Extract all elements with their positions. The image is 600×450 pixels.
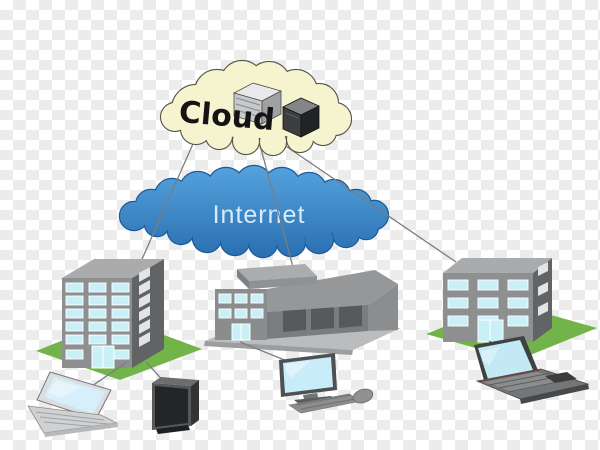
mouse-icon	[352, 388, 374, 404]
laptop-right-touchpad	[545, 372, 577, 383]
server-cube-dark-icon	[282, 97, 320, 138]
desktop-tower-icon	[152, 377, 199, 434]
cloud-servers-icon: Cloud	[159, 59, 353, 157]
cloud-to-building-links	[138, 133, 457, 268]
building-middle-door	[231, 323, 251, 341]
building-middle-icon	[204, 264, 401, 355]
link-cloud-building-right	[270, 135, 457, 263]
cloud-label: Cloud	[178, 95, 276, 138]
workstation-icon	[279, 353, 374, 414]
laptop-left-icon	[27, 371, 119, 437]
platform-edge	[204, 341, 353, 355]
building-left-roof	[62, 259, 164, 278]
building-left-side-windows	[139, 267, 150, 347]
internet-label: Internet	[213, 201, 306, 229]
tower-top	[152, 377, 199, 386]
internet-cloud-icon: Internet	[118, 164, 390, 259]
building-middle-windows	[218, 293, 264, 319]
tower-foot	[156, 425, 190, 434]
building-right-roof	[443, 258, 552, 273]
building-left-door	[91, 345, 115, 369]
building-right-icon	[426, 258, 597, 360]
building-right-side-windows	[538, 262, 548, 316]
monitor-screen	[283, 357, 333, 393]
building-right-windows	[447, 279, 529, 327]
link-cloud-building-middle	[256, 133, 294, 268]
laptop-right-screen	[478, 340, 533, 379]
building-right-door	[477, 319, 504, 343]
tower-side	[191, 380, 199, 426]
link-cloud-building-left	[138, 136, 197, 267]
laptop-right-icon	[474, 336, 590, 404]
building-left-icon	[36, 259, 202, 380]
rooftop-box	[237, 264, 317, 289]
server-cube-light-icon	[232, 82, 283, 125]
building-right-side	[533, 258, 552, 342]
building-left-windows	[65, 282, 130, 360]
laptop-left-screen	[44, 377, 105, 414]
garage-doors	[283, 304, 362, 332]
building-middle-right-wall	[368, 284, 398, 331]
link-building-left-laptop	[91, 361, 128, 387]
